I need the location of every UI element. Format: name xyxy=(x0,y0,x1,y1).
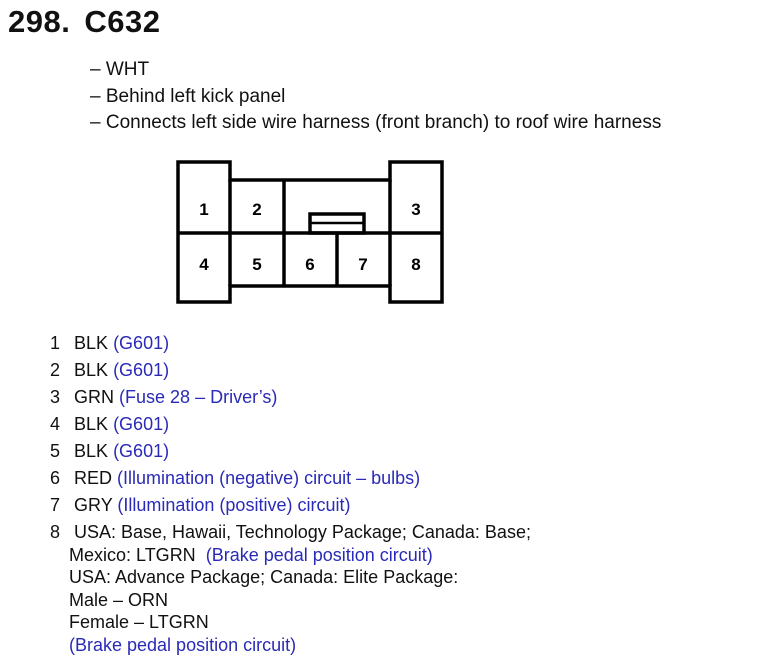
pin-row-8: 8 USA: Base, Hawaii, Technology Package;… xyxy=(50,519,531,656)
connector-id: C632 xyxy=(84,4,161,39)
pin-row: 5 BLK (G601) xyxy=(50,438,531,465)
pin8-line: 8 USA: Base, Hawaii, Technology Package;… xyxy=(50,521,531,544)
connector-details: – WHT – Behind left kick panel – Connect… xyxy=(90,57,661,137)
pin-number: 3 xyxy=(50,387,61,407)
circuit-name: (Brake pedal position circuit) xyxy=(69,634,297,655)
circuit-name: (Illumination (negative) circuit – bulbs… xyxy=(117,468,421,488)
pin8-line: USA: Advance Package; Canada: Elite Pack… xyxy=(69,567,459,587)
circuit-name: (G601) xyxy=(113,360,170,380)
circuit-name: (G601) xyxy=(113,441,170,461)
pin-number: 5 xyxy=(50,441,61,461)
pin-number: 6 xyxy=(50,468,61,488)
circuit-name: (Illumination (positive) circuit) xyxy=(117,495,351,515)
wire-color: BLK xyxy=(74,360,109,380)
cavity-label-7: 7 xyxy=(358,255,367,274)
pin-row: 2 BLK (G601) xyxy=(50,357,531,384)
pin-number: 7 xyxy=(50,495,61,515)
detail-location: – Behind left kick panel xyxy=(90,85,286,107)
wire-color: BLK xyxy=(74,441,109,461)
pin8-line: Mexico: LTGRN (Brake pedal position circ… xyxy=(50,544,531,567)
pin-number: 1 xyxy=(50,333,61,353)
pin8-line: Female – LTGRN xyxy=(69,612,209,632)
pin-row: 7 GRY (Illumination (positive) circuit) xyxy=(50,492,531,519)
pin-row: 6 RED (Illumination (negative) circuit –… xyxy=(50,465,531,492)
pin8-line: Male – ORN xyxy=(69,589,169,610)
cavity-label-3: 3 xyxy=(411,200,420,219)
detail-connects: – Connects left side wire harness (front… xyxy=(90,112,662,133)
pin8-variant-text: USA: Base, Hawaii, Technology Package; C… xyxy=(74,522,531,542)
page-title: 298. C632 xyxy=(8,4,160,40)
pin-list: 1 BLK (G601) 2 BLK (G601) 3 GRN (Fuse 28… xyxy=(50,330,531,656)
circuit-name: (Brake pedal position circuit) xyxy=(205,544,433,565)
cavity-label-5: 5 xyxy=(252,255,261,274)
cavity-label-8: 8 xyxy=(411,255,420,274)
cavity-label-2: 2 xyxy=(252,200,261,219)
wire-color: GRY xyxy=(74,495,113,515)
pin8-variant-text: Mexico: LTGRN xyxy=(69,544,196,565)
pin-row: 1 BLK (G601) xyxy=(50,330,531,357)
pin-row: 3 GRN (Fuse 28 – Driver’s) xyxy=(50,384,531,411)
connector-diagram: 1 2 3 4 5 6 7 8 xyxy=(176,160,444,304)
circuit-name: (G601) xyxy=(113,414,170,434)
wire-color: GRN xyxy=(74,387,115,407)
pin-number: 8 xyxy=(50,522,61,542)
pin-number: 4 xyxy=(50,414,61,434)
wire-color: RED xyxy=(74,468,113,488)
detail-color: – WHT xyxy=(90,59,150,80)
circuit-name: (Fuse 28 – Driver’s) xyxy=(119,387,278,407)
wire-color: BLK xyxy=(74,414,109,434)
section-number: 298. xyxy=(8,4,71,39)
circuit-name: (G601) xyxy=(113,333,170,353)
cavity-label-1: 1 xyxy=(199,200,208,219)
pin-row: 4 BLK (G601) xyxy=(50,411,531,438)
pin-number: 2 xyxy=(50,360,61,380)
cavity-label-4: 4 xyxy=(199,255,209,274)
cavity-label-6: 6 xyxy=(305,255,314,274)
wire-color: BLK xyxy=(74,333,109,353)
